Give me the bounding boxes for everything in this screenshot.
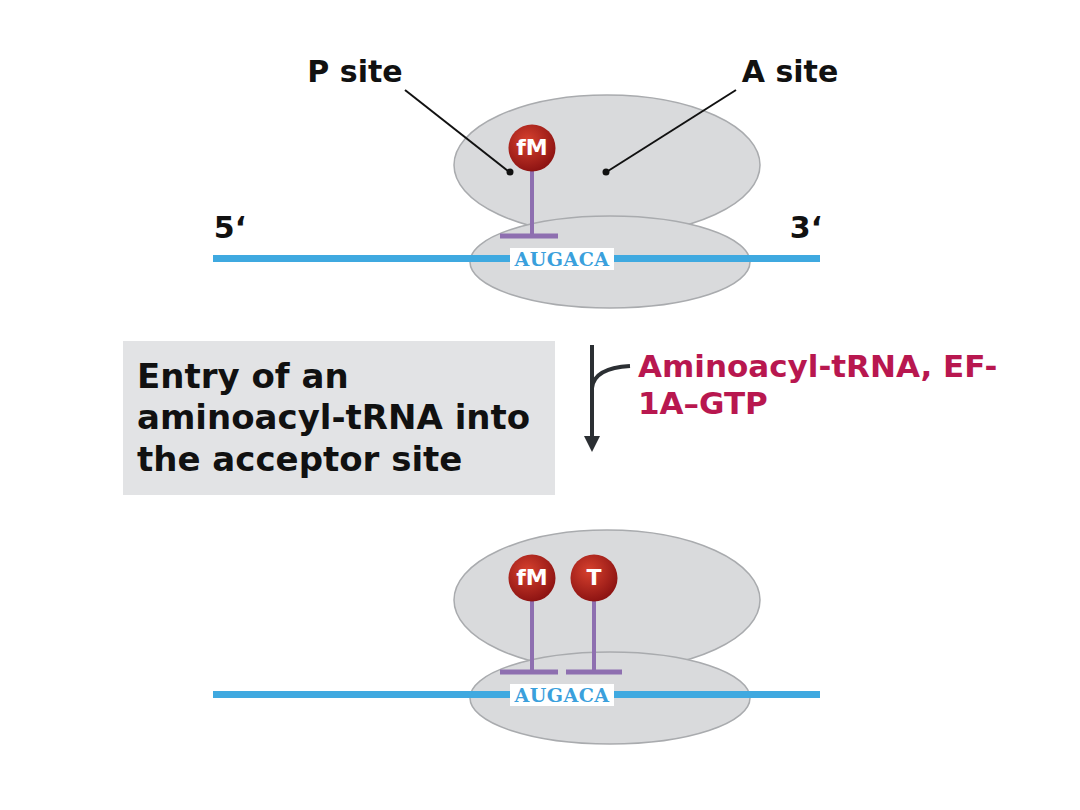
codon-sequence: AUGACA <box>510 248 613 271</box>
amino-acid-label: T <box>586 565 601 592</box>
reagent-label: Aminoacyl-tRNA, EF-1A–GTP <box>638 348 1038 422</box>
trna-stem <box>592 600 596 672</box>
site-label: A site <box>742 54 839 90</box>
amino-acid-label: fM <box>516 565 547 592</box>
large-subunit <box>454 530 760 670</box>
codon-sequence: AUGACA <box>510 684 613 707</box>
amino-acid-circle: T <box>570 554 618 602</box>
site-label: P site <box>307 54 402 90</box>
site-dot <box>507 169 514 176</box>
step-text: Entry of an aminoacyl-tRNA into the acce… <box>137 356 541 480</box>
arrowhead <box>584 436 600 452</box>
amino-acid-label: fM <box>516 135 547 162</box>
amino-acid-circle: fM <box>508 554 556 602</box>
site-dot <box>603 169 610 176</box>
strand-end-label: 3‘ <box>790 210 822 246</box>
anticodon-bar <box>500 234 558 239</box>
amino-acid-circle: fM <box>508 124 556 172</box>
reagent-branch <box>592 366 630 388</box>
strand-end-label: 5‘ <box>214 210 246 246</box>
anticodon-bar <box>500 670 558 675</box>
anticodon-bar <box>566 670 622 675</box>
trna-stem <box>530 600 534 672</box>
trna-stem <box>530 170 534 236</box>
leader-line <box>608 90 736 171</box>
reaction-arrow <box>590 345 594 440</box>
leader-line <box>405 90 508 171</box>
step-box: Entry of an aminoacyl-tRNA into the acce… <box>123 341 555 495</box>
